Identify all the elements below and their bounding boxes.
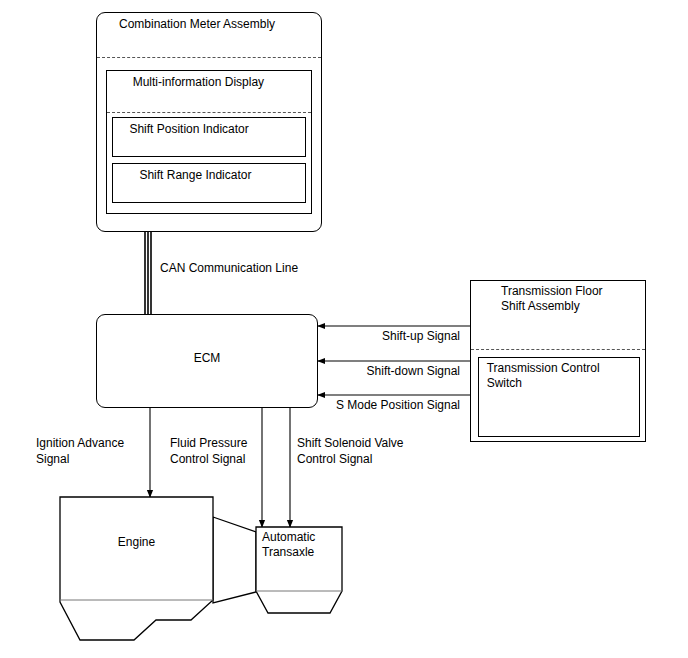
signal-label: Ignition Advance Signal — [34, 436, 142, 467]
signal-label: CAN Communication Line — [158, 261, 300, 277]
signal-label: Shift-down Signal — [326, 364, 462, 380]
box-label: Transmission Floor Shift Assembly — [501, 284, 625, 314]
bus-wire — [150, 232, 152, 314]
transaxle-shape: Automatic Transaxle — [256, 527, 342, 613]
indicator-box: Shift Position Indicator — [112, 117, 306, 157]
box-label: Automatic Transaxle — [262, 530, 338, 560]
wire — [289, 408, 290, 527]
dashed-divider — [107, 112, 311, 113]
outline — [60, 497, 213, 640]
box-label: Shift Range Indicator — [139, 168, 301, 183]
signal-label: Fluid Pressure Control Signal — [168, 436, 260, 467]
indicator-box: Shift Range Indicator — [112, 163, 306, 203]
engine-shape: Engine — [60, 497, 213, 640]
signal-line — [150, 408, 151, 497]
wire — [149, 408, 150, 497]
signal-line — [318, 361, 470, 362]
box-label: Shift Position Indicator — [129, 122, 301, 137]
bus-wire — [144, 232, 146, 314]
assembly-box: Combination Meter AssemblyMulti-informat… — [96, 12, 322, 232]
box-label: Engine — [64, 535, 209, 550]
outline-shape — [256, 527, 342, 613]
box-label: Multi-information Display — [133, 75, 307, 90]
wire — [318, 394, 470, 395]
box-label: Combination Meter Assembly — [119, 17, 317, 32]
ecm-box: ECM — [96, 314, 318, 408]
base-line — [60, 600, 213, 601]
bus-wire — [147, 232, 149, 314]
box-label: ECM — [101, 351, 313, 366]
wire — [318, 360, 470, 361]
signal-line — [145, 232, 151, 314]
signal-line — [262, 408, 263, 527]
outline-shape — [60, 497, 213, 640]
switch-box: Transmission Control Switch — [478, 357, 640, 437]
bell-housing — [213, 517, 256, 603]
dashed-divider — [471, 349, 645, 350]
base-line — [256, 591, 342, 592]
display-box: Multi-information DisplayShift Position … — [106, 70, 312, 214]
signal-label: Shift Solenoid Valve Control Signal — [295, 436, 427, 467]
signal-label: S Mode Position Signal — [326, 398, 462, 414]
signal-line — [290, 408, 291, 527]
box-label: Transmission Control Switch — [487, 361, 635, 391]
dashed-divider — [97, 57, 321, 58]
signal-line — [318, 395, 470, 396]
signal-label: Shift-up Signal — [326, 329, 462, 345]
wire — [261, 408, 262, 527]
signal-line — [318, 326, 470, 327]
wire — [318, 325, 470, 326]
assembly-box: Transmission Floor Shift AssemblyTransmi… — [470, 280, 646, 442]
